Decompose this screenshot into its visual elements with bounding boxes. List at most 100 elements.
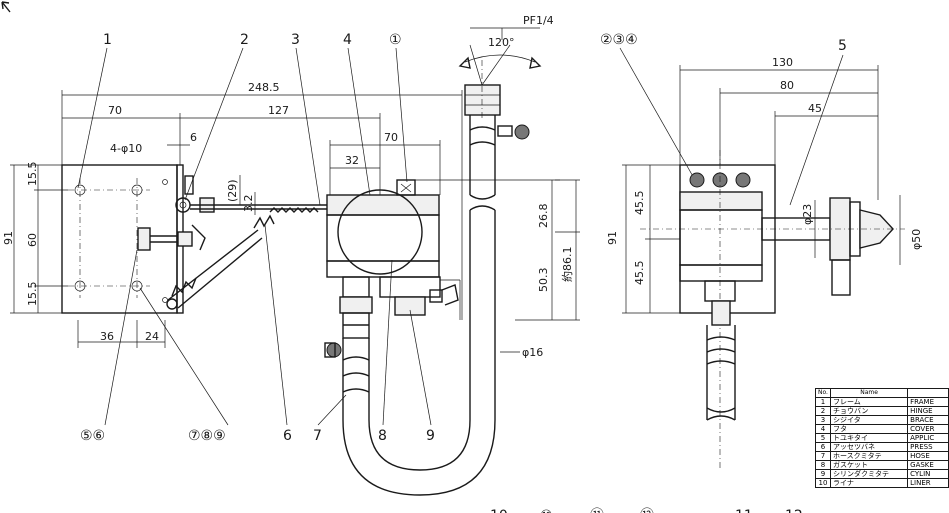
part-name-en: APPLIC	[907, 433, 949, 443]
bottom-label-circle-12: ⑫	[640, 508, 654, 513]
spring-link	[166, 207, 319, 310]
dim-86-1: 約86.1	[560, 247, 574, 283]
part-number: 3	[815, 415, 831, 425]
dim-36: 36	[100, 330, 114, 343]
hose-assembly	[324, 60, 530, 496]
dim-80: 80	[780, 79, 794, 92]
header-en	[907, 388, 949, 398]
label-1: 1	[103, 32, 112, 48]
label-circle-1: ①	[389, 32, 402, 48]
leader-lines	[77, 47, 844, 426]
dim-91-right: 91	[606, 231, 619, 245]
dim-91-left: 91	[2, 231, 15, 245]
frame-plate	[61, 164, 178, 314]
part-name-jp: チョウバン	[829, 406, 909, 416]
dim-45-top: 45	[808, 102, 822, 115]
part-name-jp: ライナ	[829, 478, 909, 488]
part-number: 2	[815, 406, 831, 416]
applicator-body	[326, 179, 461, 320]
label-circle-7-8-9: ⑦⑧⑨	[188, 428, 226, 444]
dim-phi23: φ23	[801, 204, 814, 225]
dim-26-8: 26.8	[537, 204, 550, 229]
part-name-jp: トユキタイ	[829, 433, 909, 443]
part-number: 4	[815, 424, 831, 434]
side-view	[640, 150, 905, 470]
header-no: No.	[815, 388, 831, 398]
dim-50-3: 50.3	[537, 268, 550, 293]
part-name-jp: シリンダクミタテ	[829, 469, 909, 479]
part-number: 6	[815, 442, 831, 452]
part-number: 9	[815, 469, 831, 479]
dim-70-body: 70	[384, 131, 398, 144]
dim-29: (29)	[226, 179, 239, 202]
bottom-label-10: 10	[490, 508, 508, 513]
label-5: 5	[838, 38, 847, 54]
dim-248-5: 248.5	[248, 81, 280, 94]
part-name-en: FRAME	[907, 397, 949, 407]
dim-60: 60	[26, 233, 39, 247]
part-name-en: CYLIN	[907, 469, 949, 479]
part-name-en: GASKE	[907, 460, 949, 470]
dim-15-5-top: 15.5	[26, 162, 39, 187]
label-3: 3	[291, 32, 300, 48]
header-name: Name	[829, 388, 909, 398]
part-number: 8	[815, 460, 831, 470]
bottom-label-circle-10: ⑩	[540, 508, 553, 513]
part-name-en: LINER	[907, 478, 949, 488]
label-4: 4	[343, 32, 352, 48]
bottom-label-11: 11	[735, 508, 753, 513]
left-dimension-lines	[10, 90, 580, 353]
dim-pf14: PF1/4	[523, 14, 554, 27]
parts-table-header: No. Name	[815, 388, 949, 398]
dim-127: 127	[268, 104, 289, 117]
part-name-en: BRACE	[907, 415, 949, 425]
dim-holes: 4-φ10	[110, 142, 142, 155]
angle-indicator	[458, 27, 542, 86]
part-name-en: PRESS	[907, 442, 949, 452]
part-number: 1	[815, 397, 831, 407]
part-number: 7	[815, 451, 831, 461]
dim-phi50: φ50	[910, 229, 923, 250]
part-name-en: COVER	[907, 424, 949, 434]
dim-phi16: φ16	[522, 346, 543, 359]
dim-24: 24	[145, 330, 159, 343]
label-circle-2-3-4: ②③④	[600, 32, 638, 48]
label-6: 6	[283, 428, 292, 444]
part-name-en: HINGE	[907, 406, 949, 416]
label-8: 8	[378, 428, 387, 444]
bottom-label-12: 12	[785, 508, 803, 513]
label-9: 9	[426, 428, 435, 444]
part-name-jp: ホースクミタテ	[829, 451, 909, 461]
dim-3-2: 3.2	[242, 195, 255, 213]
side-view-dimension-lines	[622, 65, 901, 314]
dim-angle: 120°	[488, 36, 515, 49]
dim-45-5-top: 45.5	[633, 191, 646, 216]
bottom-label-circle-11: ⑪	[590, 508, 604, 513]
dim-15-5-bottom: 15.5	[26, 282, 39, 307]
dim-6: 6	[190, 131, 197, 144]
part-name-jp: フタ	[829, 424, 909, 434]
part-number: 10	[815, 478, 831, 488]
part-number: 5	[815, 433, 831, 443]
dim-70-left: 70	[108, 104, 122, 117]
label-2: 2	[240, 32, 249, 48]
label-circle-5-6: ⑤⑥	[80, 428, 105, 444]
part-name-en: HOSE	[907, 451, 949, 461]
corner-arrow-icon	[1, 1, 11, 13]
dim-45-5-bottom: 45.5	[633, 261, 646, 286]
label-7: 7	[313, 428, 322, 444]
part-name-jp: フレーム	[829, 397, 909, 407]
part-name-jp: シジイタ	[829, 415, 909, 425]
dim-32: 32	[345, 154, 359, 167]
